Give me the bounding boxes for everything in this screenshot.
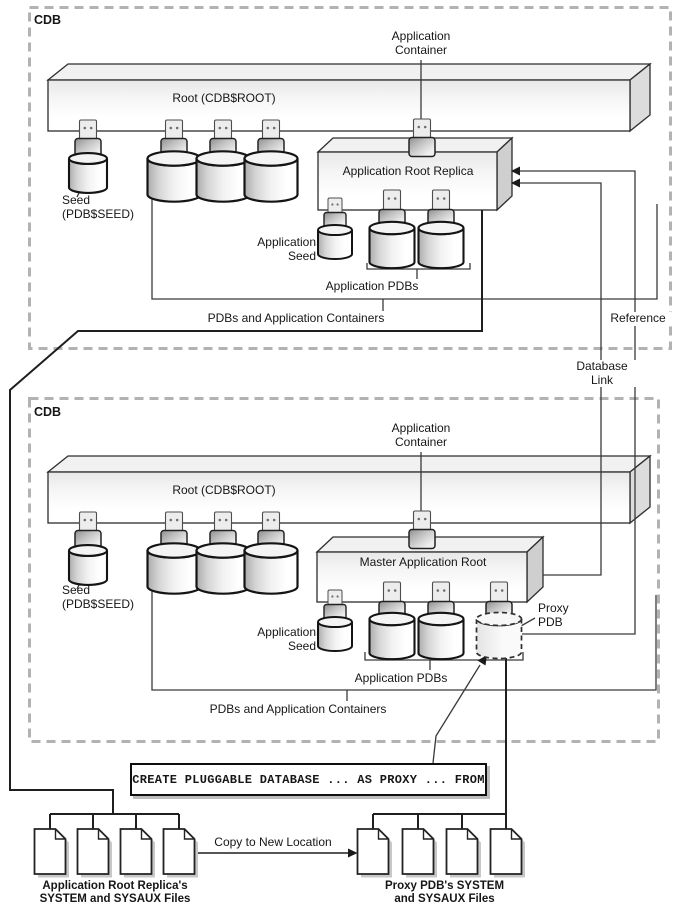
reference-line <box>512 170 636 635</box>
application-pdbs-label-bottom: Application PDBs <box>354 671 448 685</box>
cdb-bottom-border <box>28 397 660 743</box>
proxy-label-tick <box>520 617 536 627</box>
pdbs-group-label-top: PDBs and Application Containers <box>207 311 385 325</box>
create-statement-text: CREATE PLUGGABLE DATABASE ... AS PROXY .… <box>132 772 485 787</box>
group-bracket-bottom <box>151 577 657 701</box>
replica-files-line <box>9 210 483 814</box>
application-seed-label-top: Application Seed <box>257 235 316 263</box>
file-icon <box>33 828 70 879</box>
file-icon <box>445 828 482 879</box>
pdb-cylinder <box>243 542 299 595</box>
target-files-label: Proxy PDB's SYSTEM and SYSAUX Files <box>384 880 505 905</box>
left-files-tree <box>49 813 180 829</box>
pdbs-group-label-bottom: PDBs and Application Containers <box>209 702 387 716</box>
pdb-cylinder <box>243 150 299 203</box>
root-box-top-cdb <box>46 62 652 133</box>
seed-cylinder-bottom <box>67 544 109 586</box>
seed-label-top: Seed (PDB$SEED) <box>62 193 135 221</box>
app-pdbs-bracket-top <box>366 263 471 279</box>
app-container-label-top: Application Container <box>391 29 451 57</box>
app-seed-cylinder-bottom <box>317 616 353 652</box>
database-link-arrowhead <box>511 178 520 188</box>
group-bracket-top <box>151 187 658 311</box>
pdb-cylinder <box>195 150 251 203</box>
reference-arrowhead <box>511 166 520 176</box>
create-statement-arrow-line <box>432 664 481 764</box>
proxy-pdb-cylinder <box>475 611 523 660</box>
application-pdbs-label-top: Application PDBs <box>325 279 419 293</box>
file-icon <box>119 828 156 879</box>
copy-arrow <box>195 848 358 858</box>
app-pdb-cylinder <box>417 220 465 270</box>
reference-label: Reference <box>604 311 672 326</box>
proxy-files-line <box>372 655 507 829</box>
app-container-label-bottom: Application Container <box>391 421 451 449</box>
app-root-replica-box <box>316 136 514 212</box>
application-seed-label-bottom: Application Seed <box>257 625 316 653</box>
cdb-top-border <box>28 6 672 350</box>
cdb-top-title: CDB <box>34 13 62 27</box>
root-title-top: Root (CDB$ROOT) <box>172 91 276 105</box>
pdb-cylinder <box>195 542 251 595</box>
file-icon <box>401 828 438 879</box>
file-icon <box>489 828 526 879</box>
app-pdb-cylinder <box>417 611 465 661</box>
cdb-bottom-title: CDB <box>34 405 62 419</box>
app-seed-cylinder-top <box>317 224 353 260</box>
root-box-bottom-cdb <box>46 454 652 525</box>
seed-cylinder-top <box>67 152 109 194</box>
root-title-bottom: Root (CDB$ROOT) <box>172 483 276 497</box>
master-app-root-title: Master Application Root <box>359 555 487 569</box>
copy-to-new-location-label: Copy to New Location <box>214 835 332 849</box>
file-icon <box>76 828 113 879</box>
file-icon <box>162 828 199 879</box>
proxy-pdb-label: Proxy PDB <box>536 601 588 630</box>
file-icon <box>356 828 393 879</box>
app-pdb-cylinder <box>368 611 416 661</box>
app-root-replica-title: Application Root Replica <box>342 164 474 178</box>
source-files-label: Application Root Replica's SYSTEM and SY… <box>39 880 191 905</box>
create-statement-box: CREATE PLUGGABLE DATABASE ... AS PROXY .… <box>130 763 487 796</box>
app-pdb-cylinder <box>368 220 416 270</box>
seed-label-bottom: Seed (PDB$SEED) <box>62 583 135 611</box>
database-link-label: Database Link <box>568 359 636 388</box>
